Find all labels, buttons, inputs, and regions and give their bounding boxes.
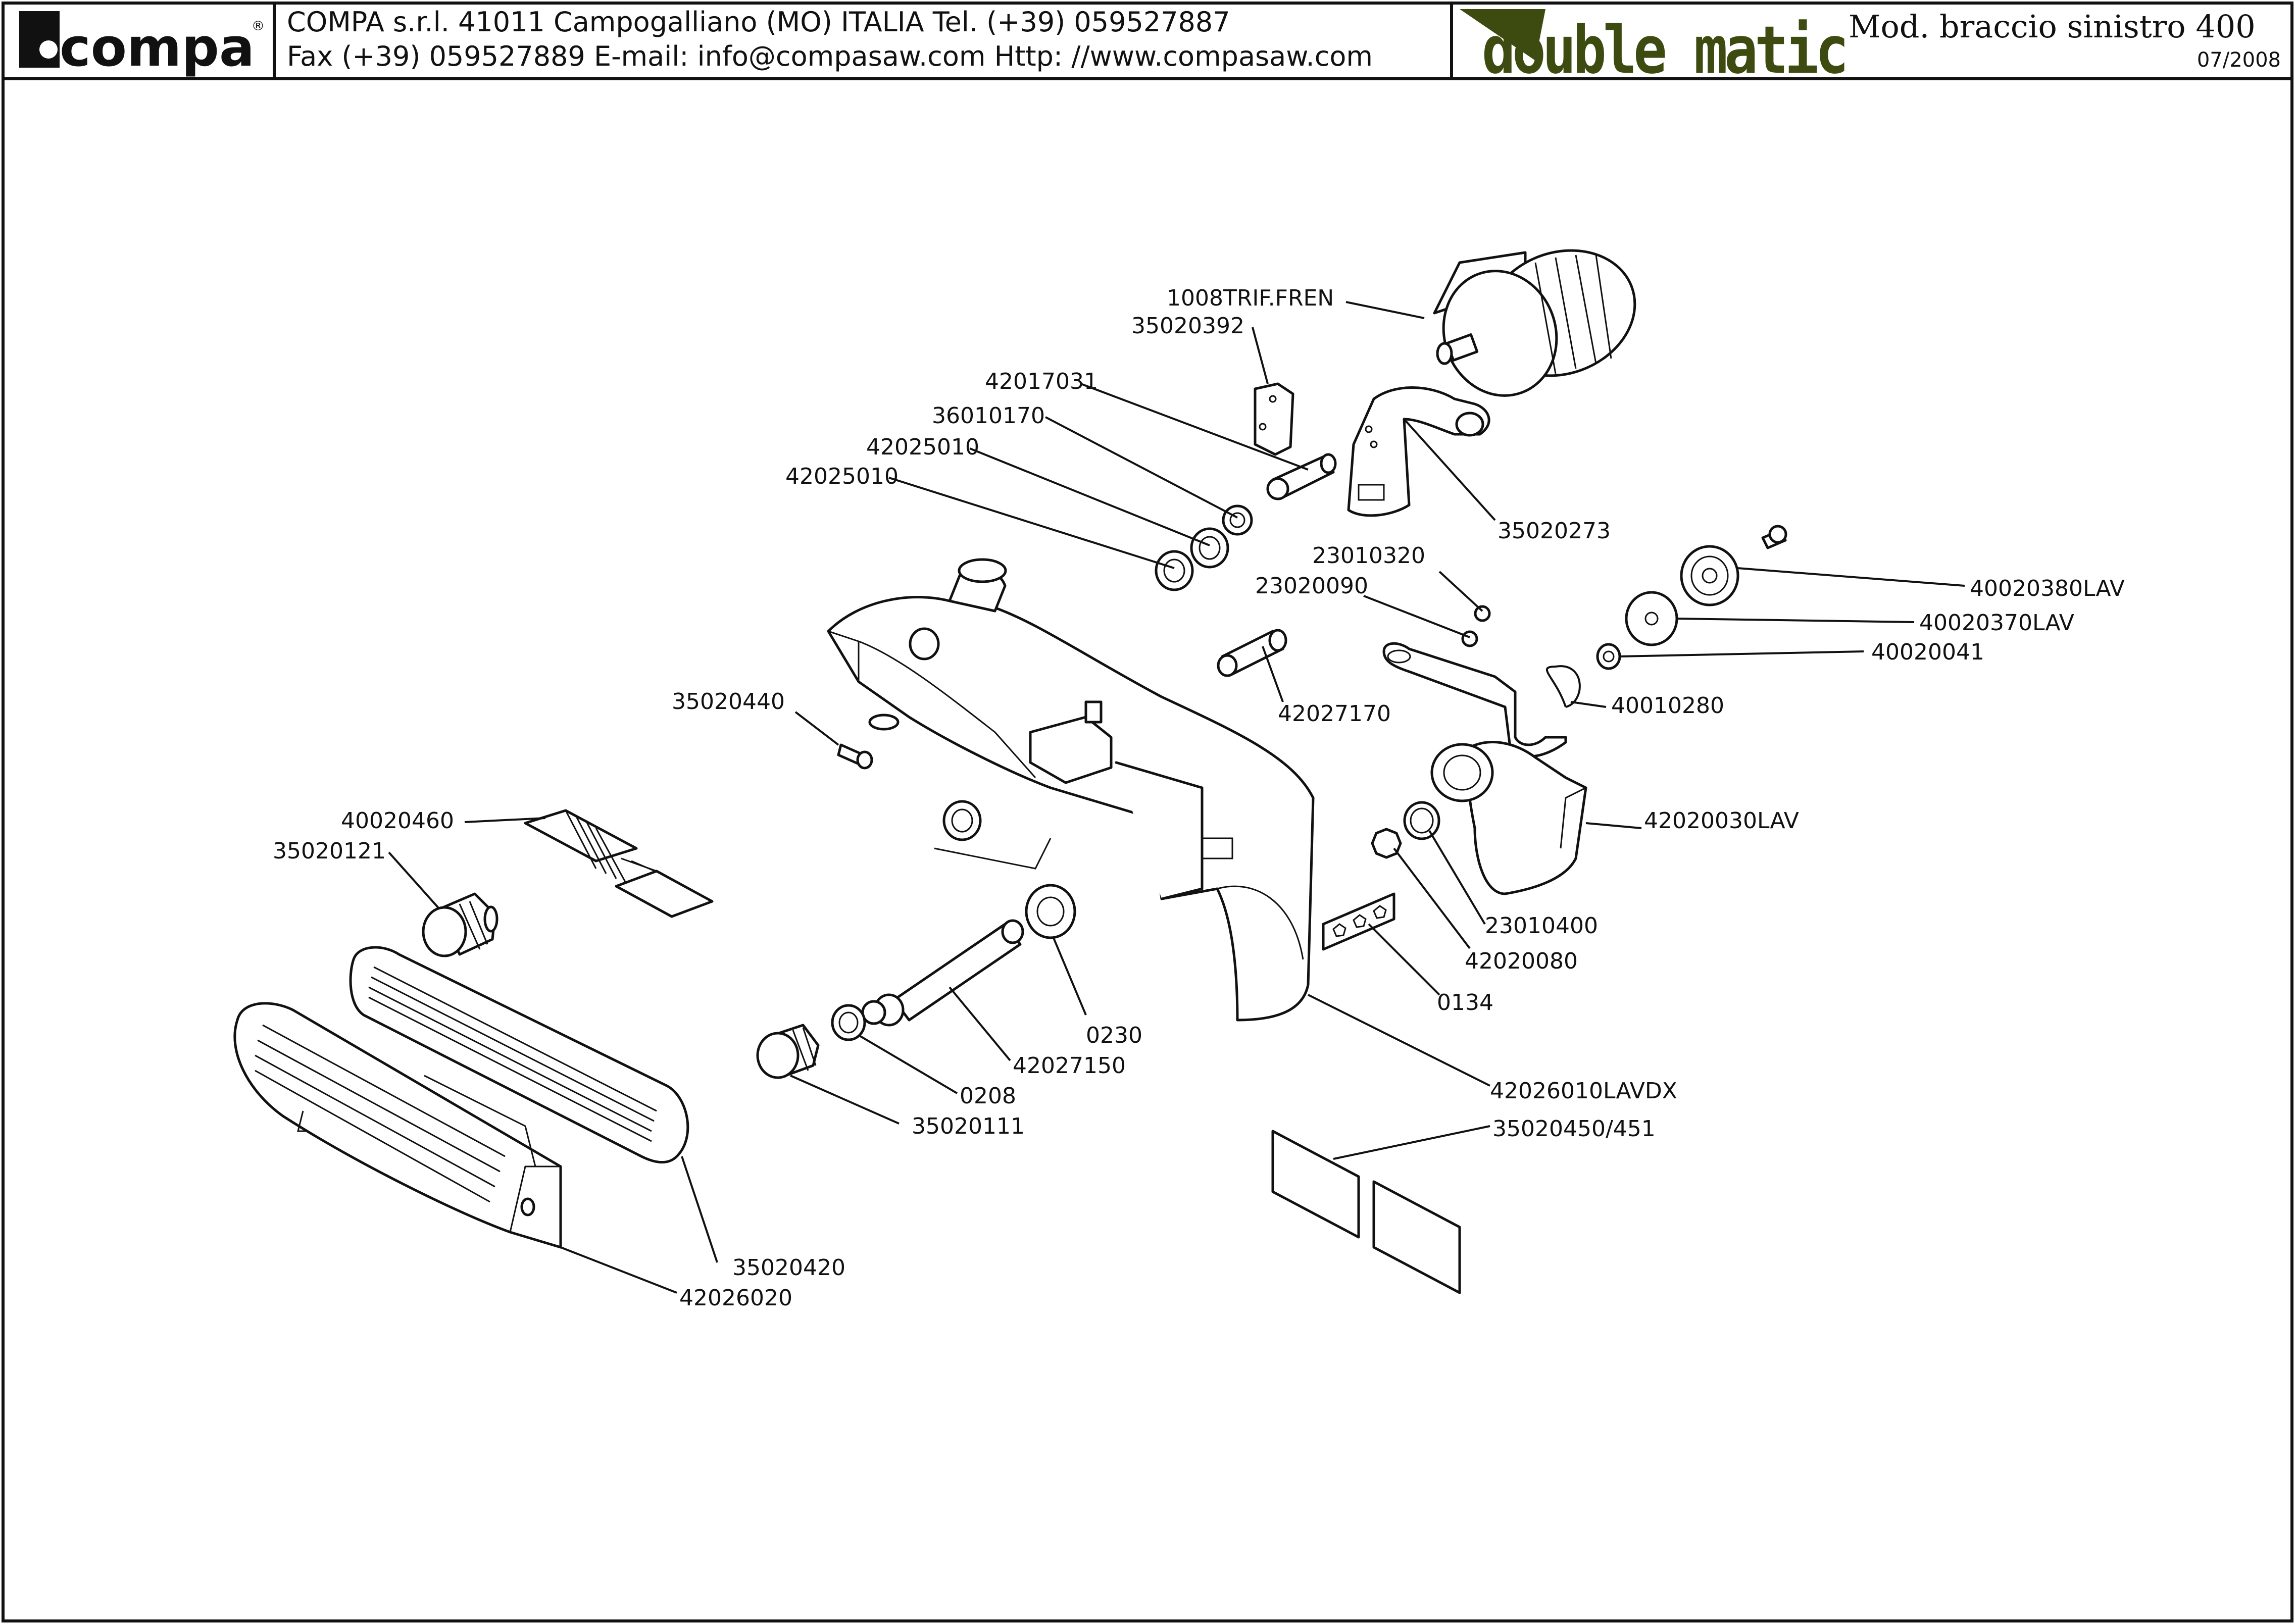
bushing-40020041 (1596, 643, 1621, 670)
pin-42027170 (1217, 629, 1287, 677)
screw-35020440 (837, 743, 873, 770)
blade-guard-42020030LAV (1430, 741, 1587, 895)
company-address-line1: COMPA s.r.l. 41011 Campogalliano (MO) IT… (287, 6, 1230, 38)
label-23020090: 23020090 (1255, 573, 1368, 599)
label-23010400: 23010400 (1485, 913, 1598, 939)
label-35020440: 35020440 (672, 689, 785, 715)
bearing-0230 (1025, 884, 1076, 939)
leader-lines (388, 301, 1965, 1294)
bearing-42025010-a (1190, 527, 1229, 569)
registered-mark: ® (252, 19, 265, 34)
arm-casting-42026010LAVDX (827, 558, 1315, 1022)
nut-23010320 (1474, 605, 1491, 622)
label-40020460: 40020460 (341, 808, 454, 834)
parts (233, 249, 1787, 1294)
label-35020420: 35020420 (732, 1255, 845, 1281)
label-42027170: 42027170 (1278, 701, 1391, 727)
shaft-42027150 (861, 919, 1024, 1027)
model-title: Mod. braccio sinistro 400 (1849, 8, 2256, 45)
label-42025010-a: 42025010 (866, 434, 979, 460)
company-address-line2: Fax (+39) 059527889 E-mail: info@compasa… (287, 40, 1373, 72)
label-42020030LAV: 42020030LAV (1644, 808, 1799, 834)
label-35020111: 35020111 (912, 1113, 1025, 1139)
label-35020273: 35020273 (1498, 518, 1611, 544)
lever-35020273 (1347, 386, 1490, 517)
circlip-40010280 (1545, 665, 1581, 708)
plate-35020392 (1254, 382, 1294, 456)
ring-23010400 (1403, 801, 1440, 840)
nut-23020090 (1461, 630, 1478, 647)
plate-0134 (1322, 892, 1395, 951)
screw-top-right (1761, 525, 1787, 549)
label-36010170: 36010170 (932, 403, 1045, 429)
label-0134: 0134 (1437, 990, 1493, 1016)
label-42017031: 42017031 (985, 369, 1098, 394)
brand-logo-text: compa (60, 17, 255, 78)
gear-ring-42020080 (1371, 828, 1402, 859)
label-23010320: 23010320 (1312, 543, 1425, 569)
label-40020380LAV: 40020380LAV (1970, 576, 2125, 601)
label-35020121: 35020121 (273, 838, 386, 864)
bearing-42025010-b (1155, 550, 1194, 591)
compa-logo: compa ® (19, 11, 265, 78)
belt-cover-42026020 (233, 1002, 562, 1249)
motor-part (1433, 249, 1636, 397)
brush-40020460 (524, 809, 714, 918)
label-35020450-451: 35020450/451 (1492, 1116, 1656, 1142)
pulley-35020111 (756, 1024, 820, 1079)
pulley-35020121 (422, 892, 498, 957)
label-1008trif-fren: 1008TRIF.FREN (1167, 285, 1334, 311)
label-40020370LAV: 40020370LAV (1919, 610, 2074, 636)
rod-bracket (1382, 642, 1567, 758)
label-0230: 0230 (1086, 1023, 1142, 1048)
belt-35020420 (349, 946, 689, 1164)
washer-0208 (831, 1004, 866, 1041)
doublematic-logo: double matic (1460, 9, 1850, 88)
wheel-40020380LAV (1680, 545, 1739, 606)
disc-40020370LAV (1625, 591, 1678, 646)
label-42026010LAVDX: 42026010LAVDX (1490, 1078, 1677, 1104)
drawing-date: 07/2008 (2197, 48, 2281, 72)
label-40010280: 40010280 (1611, 693, 1724, 719)
bushing-36010170 (1222, 504, 1253, 536)
label-42025010-b: 42025010 (785, 464, 899, 489)
label-42026020: 42026020 (679, 1285, 792, 1311)
part-labels: 1008TRIF.FREN 35020392 42017031 36010170… (273, 285, 2125, 1311)
product-logo-text: double matic (1482, 12, 1845, 88)
pin-42017031 (1266, 453, 1337, 500)
label-0208: 0208 (960, 1083, 1016, 1109)
stickers-35020450-451 (1271, 1130, 1461, 1294)
label-40020041: 40020041 (1871, 639, 1984, 665)
label-35020392: 35020392 (1131, 313, 1244, 339)
label-42027150: 42027150 (1013, 1053, 1126, 1079)
label-42020080: 42020080 (1465, 948, 1578, 974)
